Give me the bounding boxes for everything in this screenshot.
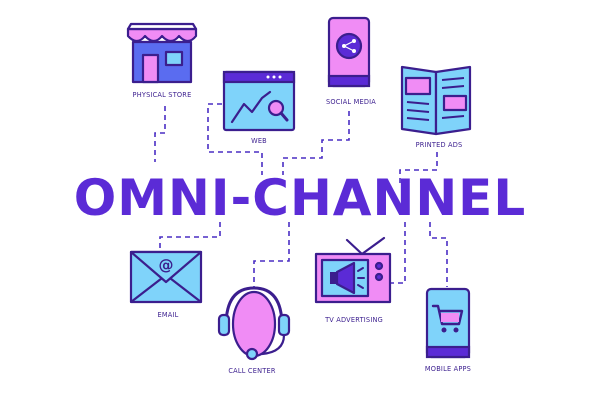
- tv-advertising-icon: [314, 236, 392, 304]
- label-printed-ads: PRINTED ADS: [416, 141, 463, 149]
- printed-ads-icon: [400, 65, 472, 136]
- label-web: WEB: [251, 137, 267, 145]
- connector-email: [159, 222, 221, 252]
- connector-social-media: [282, 111, 350, 175]
- email-icon: @: [129, 250, 203, 304]
- at-sign: @: [159, 256, 174, 274]
- diagram-title: OMNI-CHANNEL: [74, 169, 526, 227]
- mobile-apps-icon: [425, 287, 471, 359]
- connector-physical-store: [154, 106, 166, 162]
- label-tv-advertising: TV ADVERTISING: [324, 316, 383, 324]
- label-call-center: CALL CENTER: [228, 367, 275, 375]
- connector-tv: [391, 222, 406, 284]
- label-email: EMAIL: [158, 311, 179, 319]
- web-icon: [222, 70, 296, 132]
- connector-printed-ads: [399, 152, 438, 185]
- label-social-media: SOCIAL MEDIA: [326, 98, 376, 106]
- label-physical-store: PHYSICAL STORE: [133, 91, 192, 99]
- call-center-icon: [217, 286, 291, 361]
- social-media-icon: [327, 16, 371, 88]
- connector-call-center: [253, 222, 290, 288]
- connector-lines: [154, 103, 448, 288]
- label-mobile-apps: MOBILE APPS: [425, 365, 471, 373]
- connector-mobile-apps: [429, 222, 448, 287]
- store-icon: [126, 22, 198, 84]
- connector-web: [207, 103, 263, 175]
